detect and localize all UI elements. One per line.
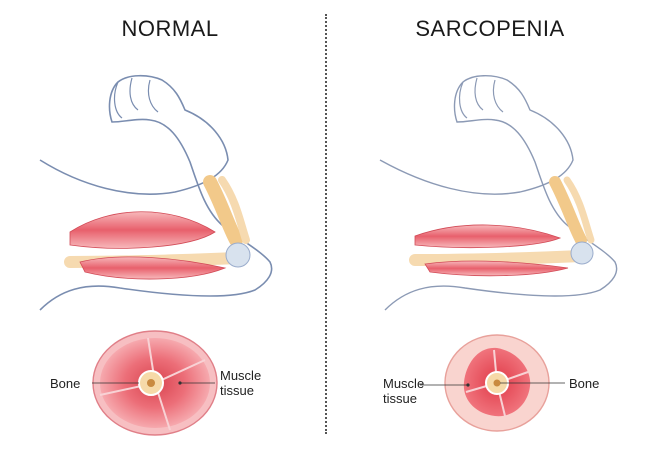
normal-cross-section	[92, 330, 218, 436]
normal-title: NORMAL	[121, 16, 219, 41]
panel-divider	[325, 14, 327, 434]
sarcopenia-muscle-label-line2: tissue	[383, 391, 417, 406]
normal-bone-label: Bone	[50, 376, 81, 391]
sarcopenia-muscle-label-line1: Muscle	[383, 376, 425, 391]
normal-arm	[39, 74, 273, 311]
normal-muscle-label: Muscle tissue	[220, 368, 261, 398]
sarcopenia-arm	[379, 75, 618, 311]
sarcopenia-cross-section	[420, 334, 565, 432]
sarcopenia-title: SARCOPENIA	[415, 16, 565, 41]
normal-muscle-label-line1: Muscle	[220, 368, 262, 383]
sarcopenia-muscle-label: Muscle tissue	[383, 376, 424, 406]
sarcopenia-bone-label: Bone	[569, 376, 600, 391]
normal-muscle-label-line2: tissue	[220, 383, 254, 398]
